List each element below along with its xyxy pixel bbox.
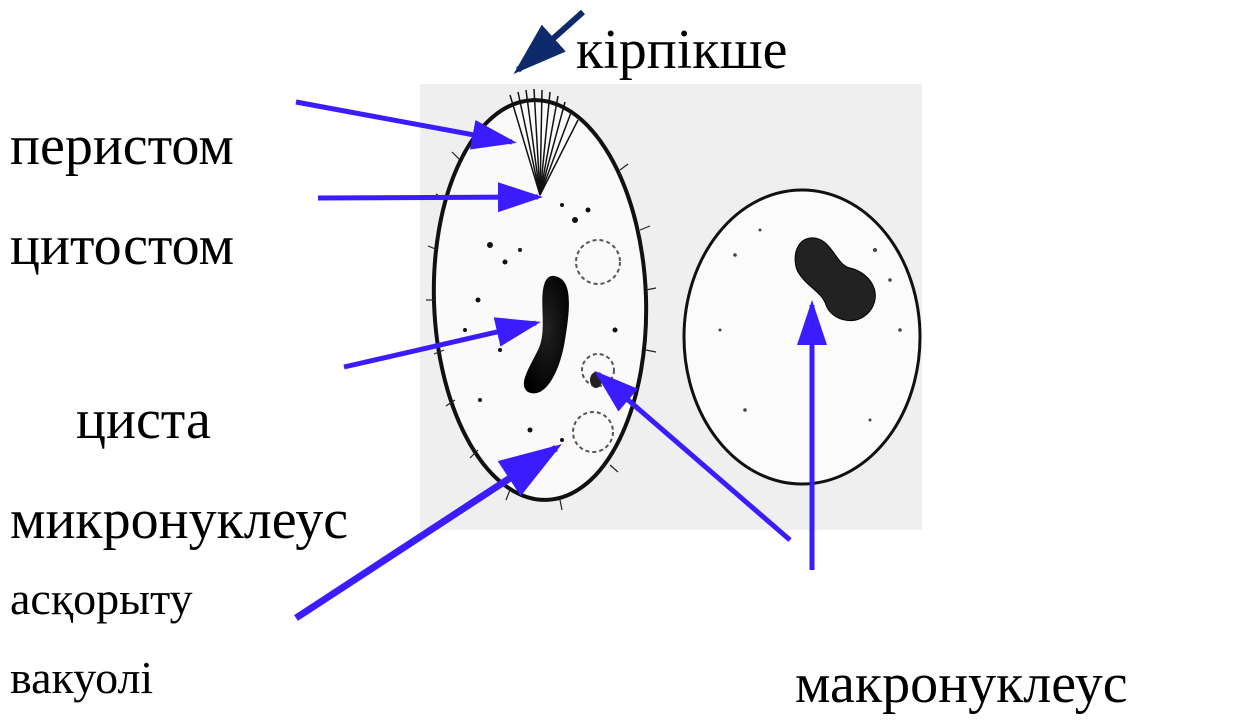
label-macronucleus: макронуклеус [795,656,1128,712]
label-micronucleus: микронуклеус [10,492,348,548]
label-cytostome: цитостом [10,218,234,274]
label-food-vacuole-line1: асқорыту [10,576,193,622]
arrow-peristome [296,102,512,142]
paramecium-cell [426,89,656,510]
arrow-cytostome [318,197,538,198]
arrow-cilia [518,12,583,70]
label-peristome: перистом [10,118,234,174]
label-food-vacuole-line2: вакуолі [10,655,153,701]
label-cyst: циста [76,392,211,448]
label-cilia: кірпікше [576,22,787,78]
cyst-cell [684,190,920,484]
